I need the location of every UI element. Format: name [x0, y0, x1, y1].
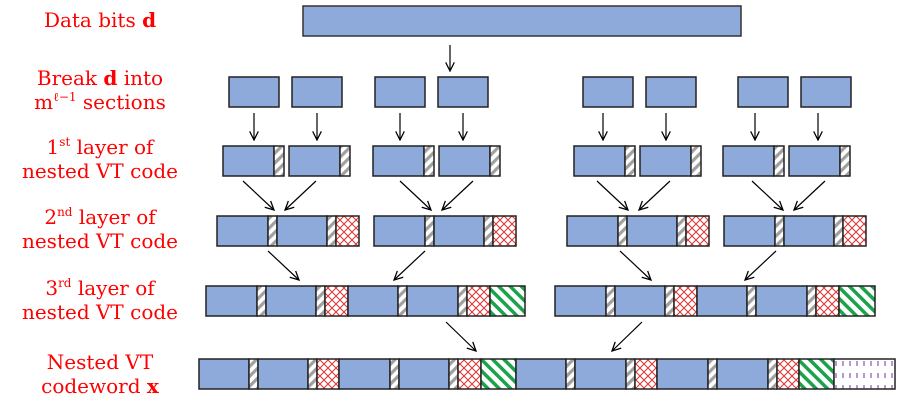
layer2-row	[216, 215, 867, 247]
label-codeword: Nested VT codeword x	[41, 350, 159, 398]
layer3-row	[205, 285, 876, 317]
label-break-into-sections: Break d into mℓ−1 sections	[34, 66, 166, 114]
sections-row	[228, 76, 852, 108]
layer2-to-layer3-arrows	[267, 250, 777, 280]
label-data-bits: Data bits d	[43, 8, 157, 32]
layer1-row	[222, 145, 851, 177]
layer1-to-layer2-arrows	[242, 180, 826, 210]
label-layer2: 2nd layer of nested VT code	[21, 205, 179, 253]
codeword-row	[198, 358, 896, 390]
label-layer3: 3rd layer of nested VT code	[21, 276, 179, 324]
label-layer1: 1st layer of nested VT code	[21, 135, 179, 183]
data-bits-block	[302, 5, 742, 37]
section-to-layer1-arrows	[254, 113, 818, 140]
layer3-to-codeword-arrows	[445, 321, 643, 351]
